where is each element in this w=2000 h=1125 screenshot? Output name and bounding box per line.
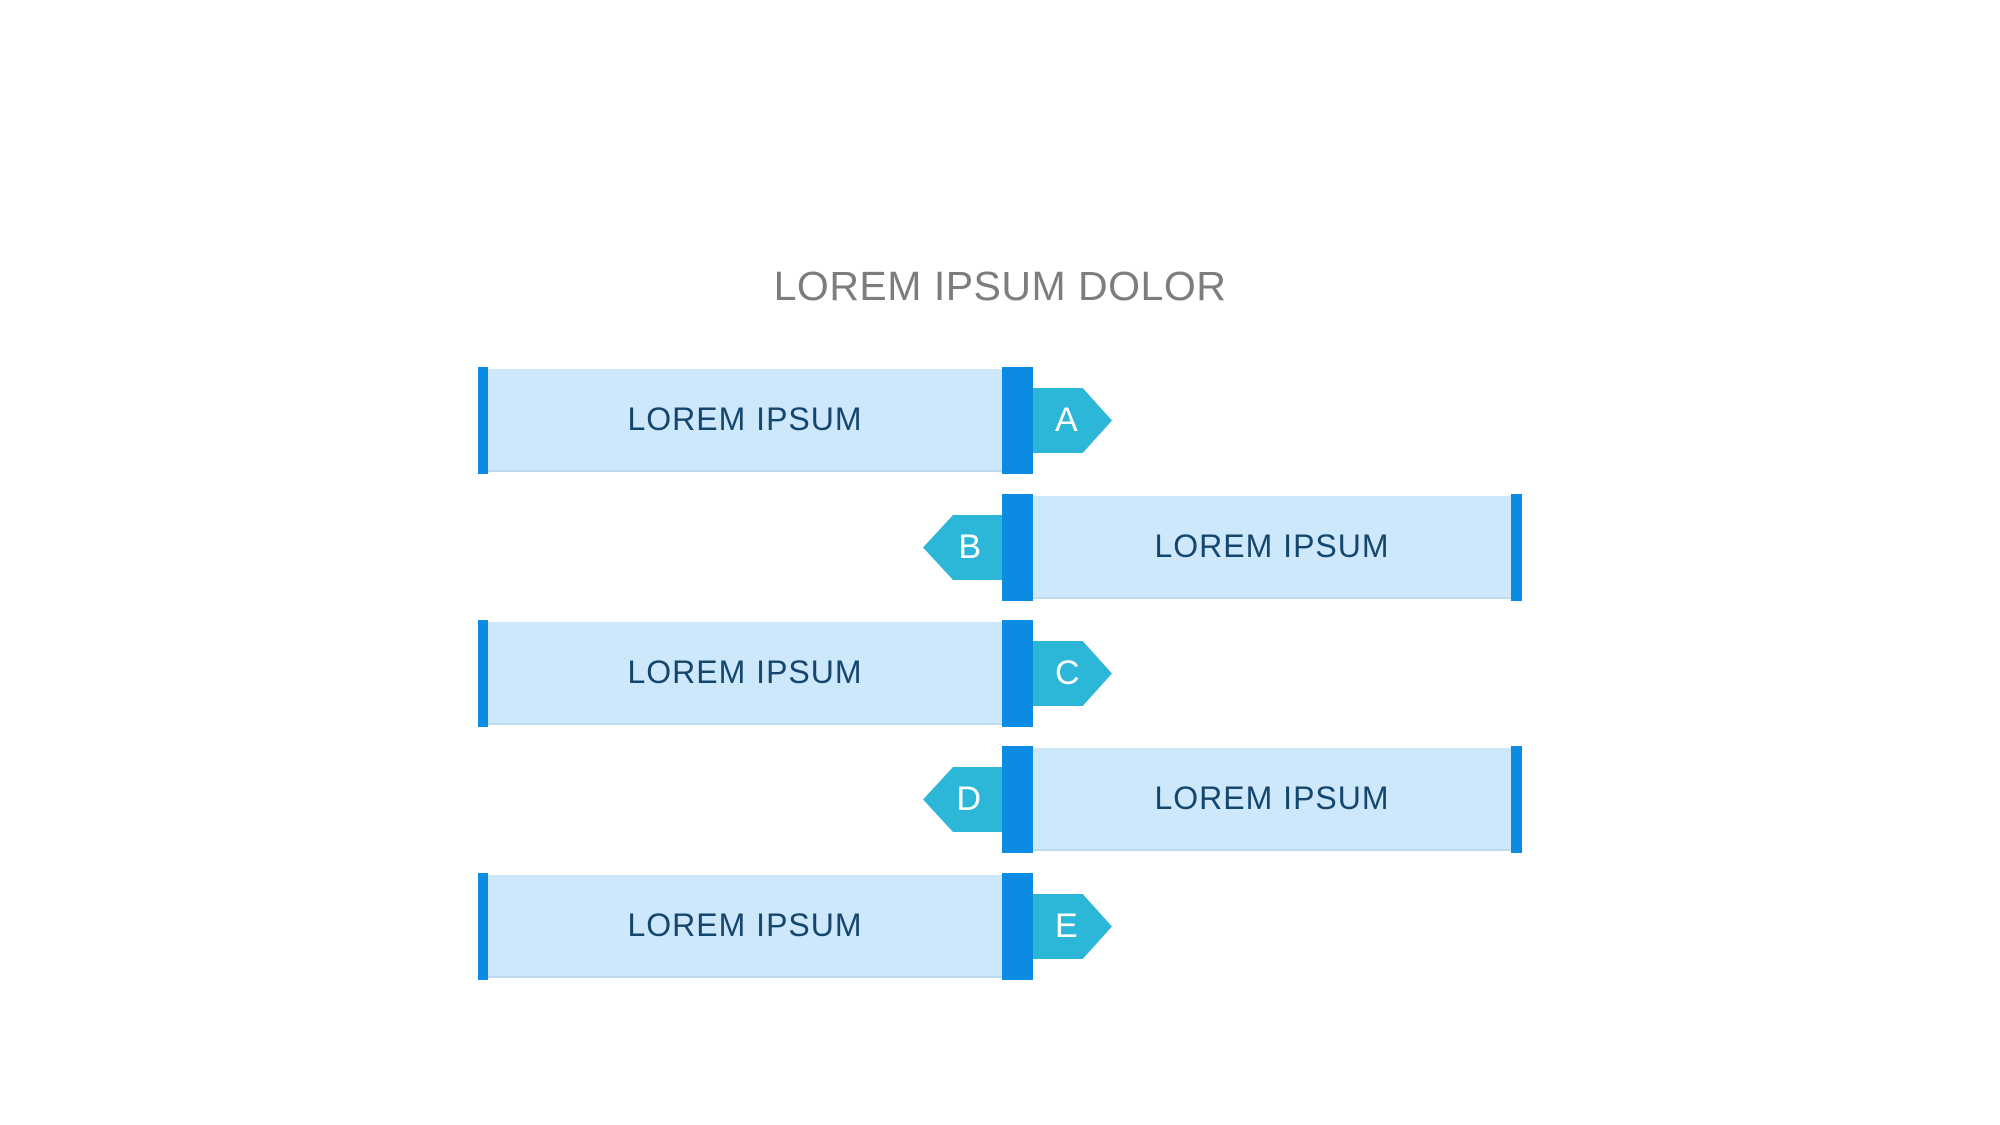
bar-edge-accent <box>478 367 488 474</box>
arrow-letter: E <box>1055 907 1078 945</box>
spine-accent <box>1002 494 1033 601</box>
row-e: LOREM IPSUM E <box>0 873 2000 980</box>
row-c: LOREM IPSUM C <box>0 620 2000 727</box>
label-bar: LOREM IPSUM <box>1033 496 1511 599</box>
bar-label: LOREM IPSUM <box>1154 528 1390 564</box>
arrow-letter: C <box>1055 654 1080 692</box>
label-bar: LOREM IPSUM <box>1033 748 1511 851</box>
arrow-badge-a: A <box>1033 388 1112 453</box>
label-bar: LOREM IPSUM <box>488 622 1002 725</box>
row-b: B LOREM IPSUM <box>0 494 2000 601</box>
arrow-letter: A <box>1055 401 1078 439</box>
bar-edge-accent <box>1511 746 1522 853</box>
page-title: LOREM IPSUM DOLOR <box>773 263 1227 309</box>
arrow-badge-b: B <box>923 515 1003 580</box>
bar-edge-accent <box>1511 494 1522 601</box>
label-bar: LOREM IPSUM <box>488 875 1002 978</box>
spine-accent <box>1002 620 1033 727</box>
spine-accent <box>1002 873 1033 980</box>
arrow-letter: D <box>956 780 981 818</box>
spine-accent <box>1002 367 1033 474</box>
arrow-letter: B <box>958 528 981 566</box>
bar-label: LOREM IPSUM <box>627 401 863 437</box>
bar-label: LOREM IPSUM <box>627 654 863 690</box>
bar-label: LOREM IPSUM <box>1154 780 1390 816</box>
label-bar: LOREM IPSUM <box>488 369 1002 472</box>
arrow-badge-c: C <box>1033 641 1112 706</box>
arrow-badge-e: E <box>1033 894 1112 959</box>
bar-edge-accent <box>478 620 488 727</box>
row-d: D LOREM IPSUM <box>0 746 2000 853</box>
spine-accent <box>1002 746 1033 853</box>
bar-edge-accent <box>478 873 488 980</box>
bar-label: LOREM IPSUM <box>627 907 863 943</box>
row-a: LOREM IPSUM A <box>0 367 2000 474</box>
arrow-badge-d: D <box>923 767 1003 832</box>
